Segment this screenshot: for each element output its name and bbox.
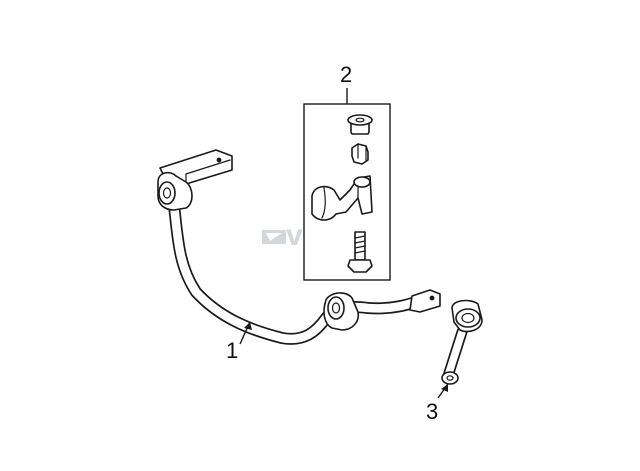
stabilizer-bar <box>157 149 441 345</box>
middle-bushing <box>323 292 360 331</box>
left-bushing <box>157 171 193 211</box>
leader-lines <box>239 88 449 399</box>
link-lower-eye <box>441 371 459 385</box>
bolt-hole-icon <box>216 157 222 163</box>
callout-3: 3 <box>426 399 438 424</box>
watermark-logo-mark <box>262 230 286 244</box>
arrow-head-icon <box>441 384 448 392</box>
link-upper-joint <box>451 299 483 333</box>
bar-right-end-arm <box>409 289 441 313</box>
stabilizer-link <box>441 299 483 385</box>
bushing-kit-box <box>303 103 391 281</box>
bolt-hole-icon <box>429 295 435 301</box>
mounting-bolt <box>347 231 373 273</box>
arrow-head-icon <box>244 322 252 330</box>
hex-nut <box>351 143 369 165</box>
callout-1: 1 <box>226 338 238 363</box>
clamp-bracket <box>311 175 373 221</box>
callout-2: 2 <box>340 62 352 87</box>
sleeve-bushing <box>347 114 373 135</box>
